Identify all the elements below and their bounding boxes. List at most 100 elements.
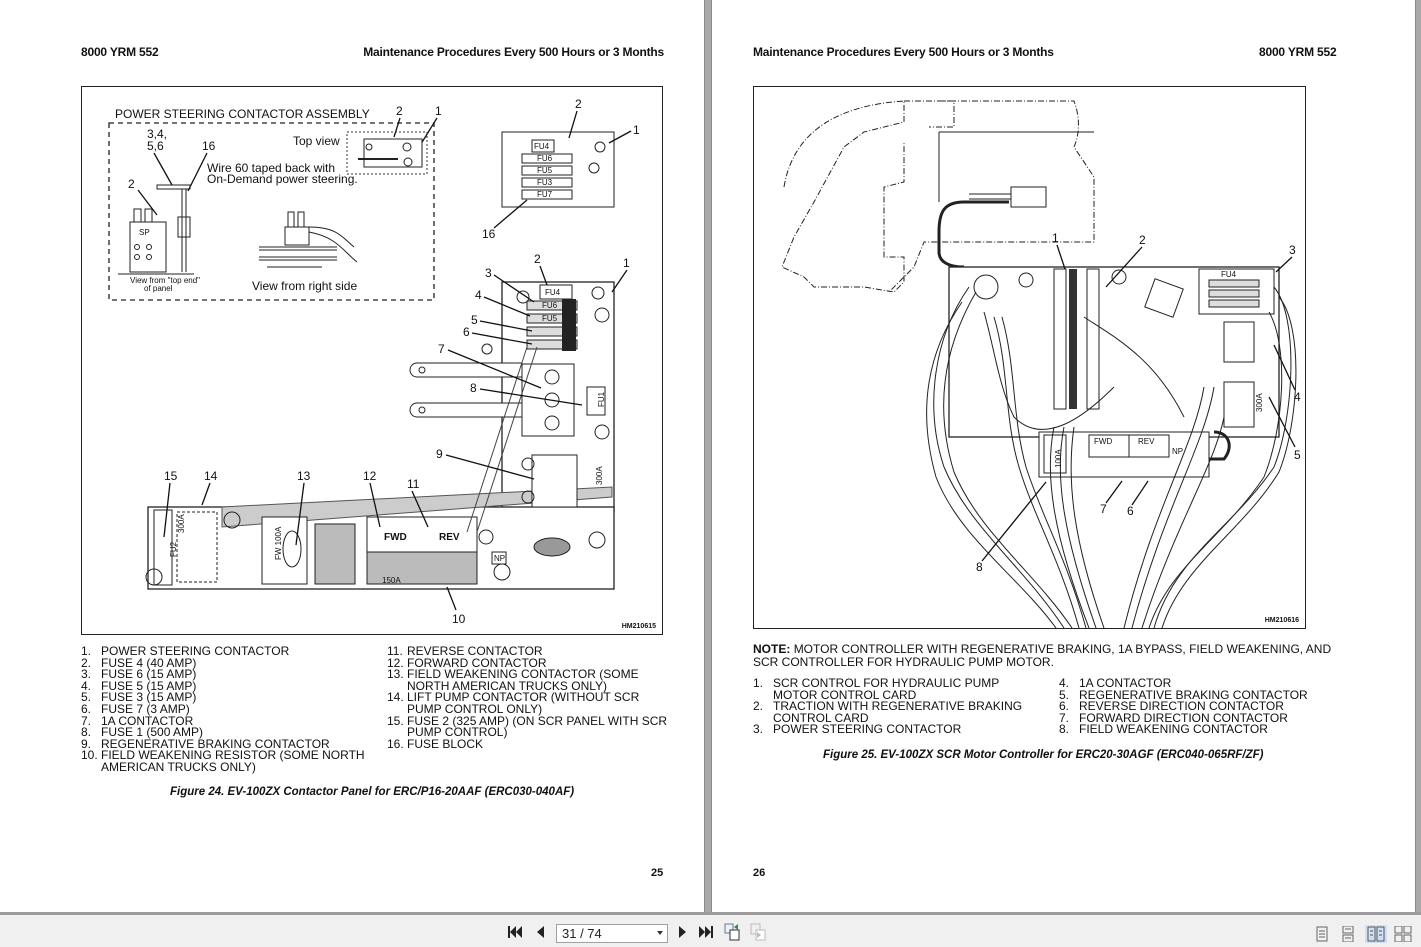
legend-text: TRACTION WITH REGENERATIVE BRAKING CONTR… bbox=[773, 699, 1023, 725]
legend-text: FIELD WEAKENING RESISTOR (SOME NORTH AME… bbox=[101, 748, 365, 774]
legend-text: SCR CONTROL FOR HYDRAULIC PUMP MOTOR CON… bbox=[773, 676, 1000, 702]
page-header-doc-id: 8000 YRM 552 bbox=[81, 45, 159, 59]
next-view-button[interactable] bbox=[750, 923, 768, 941]
diagram-label: FU1 bbox=[597, 391, 606, 407]
first-page-button[interactable] bbox=[506, 923, 524, 941]
callout-6: 6 bbox=[463, 325, 470, 339]
page-number-dropdown[interactable]: 31 / 74 bbox=[556, 924, 668, 943]
diagram-label: 300A bbox=[595, 466, 604, 485]
page-number: 25 bbox=[651, 867, 664, 879]
callout-1-fuseblock: 1 bbox=[633, 123, 640, 137]
callout-16-inset: 16 bbox=[202, 139, 216, 153]
callout-10: 10 bbox=[452, 612, 466, 626]
legend-text: 1A CONTACTOR bbox=[1079, 676, 1172, 690]
callout-6: 6 bbox=[1127, 504, 1134, 518]
last-page-button[interactable] bbox=[697, 923, 715, 941]
legend-item: 5.FUSE 3 (15 AMP) bbox=[81, 692, 381, 704]
legend-item: 14.LIFT PUMP CONTACTOR (WITHOUT SCR PUMP… bbox=[387, 690, 672, 715]
figure-note: NOTE: MOTOR CONTROLLER WITH REGENERATIVE… bbox=[753, 643, 1343, 669]
previous-page-button[interactable] bbox=[531, 923, 549, 941]
legend-number: 2. bbox=[753, 699, 764, 714]
contactor-panel-illustration: POWER STEERING CONTACTOR ASSEMBLY 3,4, 5… bbox=[108, 97, 640, 626]
legend-number: 3. bbox=[753, 722, 764, 737]
callout-13: 13 bbox=[297, 469, 311, 483]
continuous-facing-view-button[interactable] bbox=[1394, 925, 1412, 943]
rev-text: REV bbox=[439, 532, 460, 543]
callout-4: 4 bbox=[475, 288, 482, 302]
diagram-label: FU5 bbox=[542, 314, 558, 323]
continuous-facing-icon bbox=[1394, 926, 1412, 942]
fwd-text-right: FWD bbox=[1094, 437, 1112, 446]
legend-number: 14. bbox=[387, 690, 404, 705]
wire-note-2: On-Demand power steering. bbox=[207, 172, 358, 186]
last-page-icon bbox=[699, 926, 713, 938]
facing-pages-view-button[interactable] bbox=[1365, 925, 1387, 943]
legend-item: 4.FUSE 5 (15 AMP) bbox=[81, 678, 381, 693]
vertical-scrollbar-edge[interactable] bbox=[1415, 0, 1421, 913]
legend-number: 1. bbox=[753, 676, 764, 690]
rev-text-right: REV bbox=[1138, 437, 1155, 446]
callout-7: 7 bbox=[438, 342, 445, 356]
single-page-view-button[interactable] bbox=[1313, 925, 1331, 943]
inset-frame bbox=[108, 122, 435, 301]
legend-item: 6. REVERSE DIRECTION CONTACTOR bbox=[1059, 699, 1339, 714]
legend-item: 4. 1A CONTACTOR bbox=[1059, 676, 1339, 690]
legend-item: 7.FORWARD DIRECTION CONTACTOR bbox=[1059, 710, 1339, 725]
continuous-view-button[interactable] bbox=[1339, 925, 1357, 943]
callout-14: 14 bbox=[204, 469, 218, 483]
document-viewport[interactable]: 8000 YRM 552 Maintenance Procedures Ever… bbox=[0, 0, 1421, 915]
callout-2: 2 bbox=[534, 252, 541, 266]
legend-number: 3. bbox=[81, 667, 92, 682]
legend-item: 10.FIELD WEAKENING RESISTOR (SOME NORTH … bbox=[81, 748, 381, 774]
legend-item: 15.FUSE 2 (325 AMP) (ON SCR PANEL WITH S… bbox=[387, 715, 672, 739]
first-page-icon bbox=[508, 926, 522, 938]
callout-9: 9 bbox=[436, 447, 443, 461]
callout-8: 8 bbox=[976, 560, 983, 574]
legend-text: FIELD WEAKENING CONTACTOR bbox=[1079, 722, 1268, 737]
legend-item: 5.REGENERATIVE BRAKING CONTACTOR bbox=[1059, 689, 1339, 702]
diagram-label: NP bbox=[494, 554, 505, 563]
view-top-end-2: of panel bbox=[144, 284, 173, 293]
page-header-section-title: Maintenance Procedures Every 500 Hours o… bbox=[363, 45, 664, 59]
legend-item: 13.FIELD WEAKENING CONTACTOR (SOME NORTH… bbox=[387, 667, 672, 693]
diagram-label: FU3 bbox=[537, 178, 553, 187]
legend-number: 4. bbox=[81, 678, 92, 693]
legend-text: FORWARD CONTACTOR bbox=[407, 655, 547, 670]
callout-1: 1 bbox=[1052, 231, 1059, 245]
diagram-label: FU2 bbox=[169, 541, 178, 557]
callout-2-inset: 2 bbox=[128, 177, 135, 191]
go-forward-view-icon bbox=[750, 923, 766, 941]
callout-2-fuseblock: 2 bbox=[575, 97, 582, 111]
callout-8: 8 bbox=[470, 381, 477, 395]
figure-24-caption: Figure 24. EV-100ZX Contactor Panel for … bbox=[170, 786, 575, 798]
legend-number: 8. bbox=[1059, 722, 1070, 737]
next-page-button[interactable] bbox=[674, 923, 692, 941]
page-gap bbox=[704, 0, 712, 913]
legend-text: REVERSE DIRECTION CONTACTOR bbox=[1079, 699, 1284, 714]
legend-item: 3. FUSE 6 (15 AMP) bbox=[81, 667, 381, 682]
diagram-label: 300A bbox=[177, 514, 186, 533]
callout-12: 12 bbox=[363, 469, 377, 483]
callout-1-top: 1 bbox=[435, 104, 442, 118]
legend-text: FUSE BLOCK bbox=[407, 736, 484, 751]
legend-number: 6. bbox=[1059, 699, 1070, 714]
previous-view-button[interactable] bbox=[724, 923, 742, 941]
legend-item: 8.FUSE 1 (500 AMP) bbox=[81, 725, 381, 740]
legend-text: FUSE 6 (15 AMP) bbox=[101, 667, 197, 682]
legend-text: REVERSE CONTACTOR bbox=[407, 644, 543, 658]
diagram-label: FU4 bbox=[545, 288, 561, 297]
legend-number: 7. bbox=[1059, 710, 1070, 725]
viewport-bottom-border bbox=[0, 912, 1421, 915]
callout-3456-a: 3,4, bbox=[147, 127, 167, 141]
legend-text: FIELD WEAKENING CONTACTOR (SOME NORTH AM… bbox=[407, 667, 639, 693]
previous-page-icon bbox=[537, 926, 544, 938]
legend-text: FUSE 1 (500 AMP) bbox=[101, 725, 204, 740]
diagram-label: FU5 bbox=[537, 166, 553, 175]
legend-item: 1. SCR CONTROL FOR HYDRAULIC PUMP MOTOR C… bbox=[753, 676, 1028, 702]
callout-5: 5 bbox=[471, 313, 478, 327]
callout-3: 3 bbox=[485, 266, 492, 280]
diagram-label: FU7 bbox=[537, 190, 553, 199]
legend-number: 4. bbox=[1059, 676, 1070, 690]
page-25: 8000 YRM 552 Maintenance Procedures Ever… bbox=[0, 0, 704, 913]
